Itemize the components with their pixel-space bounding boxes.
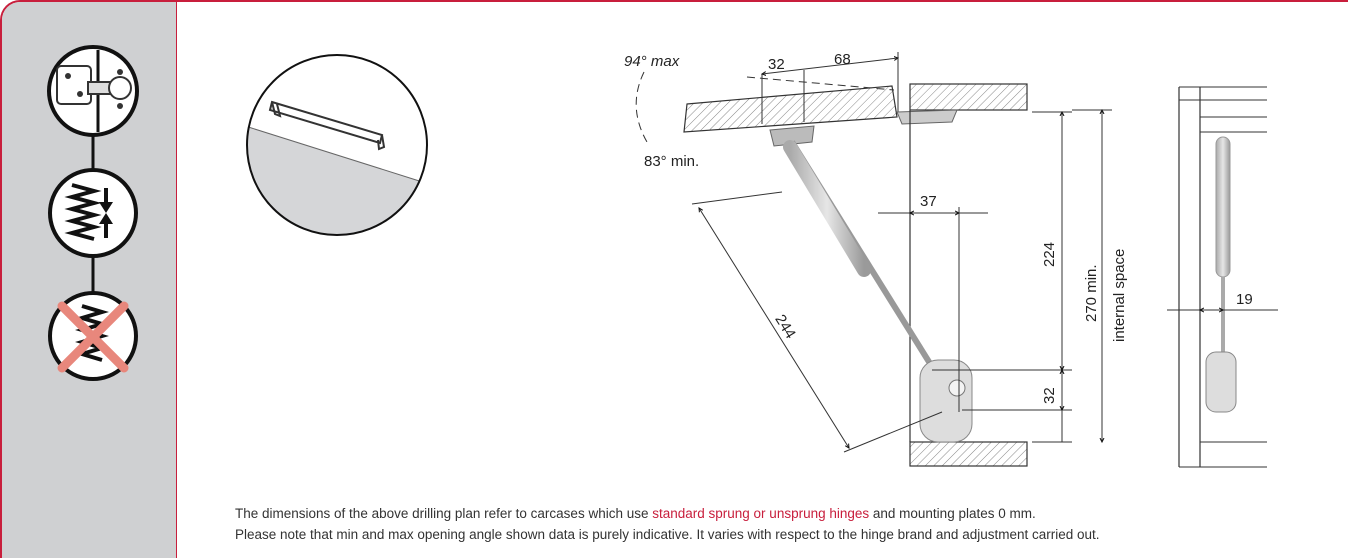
dim-224-label: 224 (1041, 242, 1058, 267)
hinges-link[interactable]: standard sprung or unsprung hinges (652, 506, 870, 521)
dim-37-label: 37 (920, 193, 937, 210)
dim-68-label: 68 (834, 51, 851, 68)
description-line-1: The dimensions of the above drilling pla… (235, 503, 1345, 524)
door-panel (683, 85, 898, 133)
angle-min-label: 83° min. (644, 153, 699, 170)
dim-244-label: 244 (771, 312, 799, 342)
spring-compression-icon (48, 168, 138, 258)
description-line-2: Please note that min and max opening ang… (235, 527, 1100, 542)
side-view: 19 (1167, 86, 1278, 468)
cabinet-handle-illustration (246, 54, 428, 236)
hinge-icon (47, 45, 139, 137)
drilling-plan-drawing: 32 68 94° max 83° min. 244 37 (624, 51, 1278, 468)
carcase-top (909, 83, 1028, 111)
description-line-1-end: and mounting plates 0 mm. (869, 506, 1036, 521)
dim-270-label: 270 min. (1083, 264, 1100, 322)
angle-max-label: 94° max (624, 53, 680, 70)
spring-crossed-icon (48, 291, 138, 381)
sidebar (2, 2, 177, 558)
dim-32-bottom-label: 32 (1041, 387, 1058, 404)
hinge-plate (896, 109, 958, 125)
carcase-bottom (909, 441, 1028, 467)
description: The dimensions of the above drilling pla… (235, 503, 1345, 545)
dim-32-top-label: 32 (768, 56, 785, 73)
internal-space-label: internal space (1111, 249, 1128, 342)
dim-19-label: 19 (1236, 291, 1253, 308)
gas-strut (769, 125, 973, 443)
angle-arc (635, 71, 648, 143)
description-line-1-start: The dimensions of the above drilling pla… (235, 506, 653, 521)
